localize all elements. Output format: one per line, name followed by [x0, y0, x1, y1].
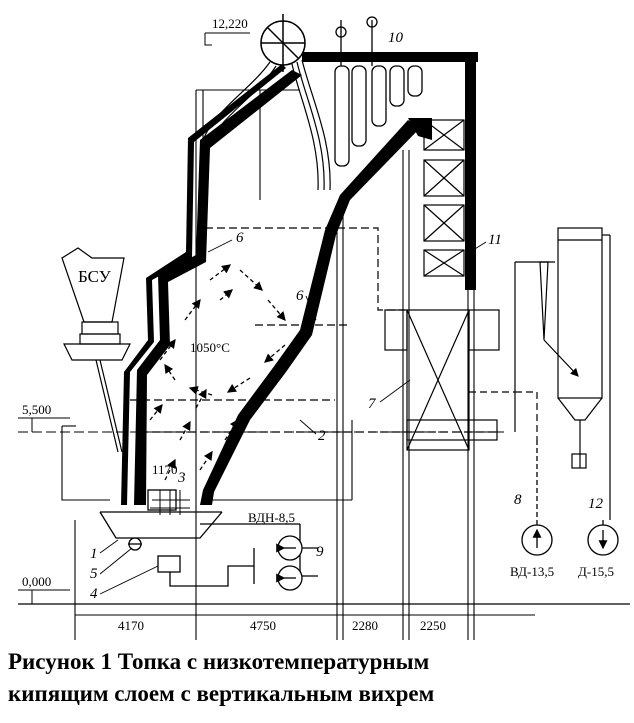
- callout-3: 3: [177, 470, 186, 486]
- fan-12: [587, 520, 619, 556]
- callout-7: 7: [368, 396, 377, 412]
- furnace-left-wall: [112, 64, 302, 505]
- air-supply-duct: [469, 391, 538, 440]
- elevation-mid-label: 5,500: [22, 402, 51, 417]
- elevation-ground-label: 0,000: [22, 574, 51, 589]
- callout-9: 9: [316, 544, 324, 560]
- elevation-top-label: 12,220: [212, 16, 248, 31]
- furnace-right-wall: [188, 120, 420, 505]
- callout-6a: 6: [236, 230, 244, 246]
- superheater-coils: [334, 16, 423, 167]
- flue-duct-top: [302, 52, 478, 290]
- figure-caption: Рисунок 1 Топка с низкотемпературным кип…: [8, 646, 628, 710]
- callout-8: 8: [514, 492, 522, 508]
- callout-6b: 6: [296, 288, 304, 304]
- elevation-marker-top: [204, 32, 250, 46]
- vd-fan-label: ВД-13,5: [510, 564, 554, 579]
- callout-4: 4: [90, 586, 98, 602]
- steam-drum: [260, 14, 306, 72]
- vortex-flow-arrows: [149, 264, 286, 481]
- vdn-fan-label: ВДН-8,5: [248, 510, 295, 525]
- d-fan-label: Д-15,5: [578, 564, 614, 579]
- boiler-furnace-diagram: 12,220 5,500 0,000 4170 4750 2280 2250 Б…: [18, 14, 630, 640]
- riser-pipes: [202, 59, 331, 191]
- callout-12: 12: [588, 496, 604, 512]
- fan-8: [521, 440, 553, 556]
- callout-leaders: [99, 239, 487, 595]
- caption-line-2: кипящим слоем с вертикальным вихрем: [8, 681, 435, 706]
- bsu-label: БСУ: [78, 267, 112, 286]
- recirculation-ducts: [130, 227, 500, 433]
- fan-9: [276, 535, 303, 591]
- dimension-2250: 2250: [420, 618, 446, 633]
- left-platform: [61, 420, 353, 501]
- callout-5: 5: [90, 566, 98, 582]
- convective-shaft: [423, 119, 465, 277]
- callout-11: 11: [488, 232, 502, 248]
- temperature-label: 1050°C: [190, 340, 230, 355]
- bed-tubes: [150, 490, 190, 515]
- dimension-4750: 4750: [250, 618, 276, 633]
- bed-width-label: 1170: [152, 462, 178, 477]
- callout-2: 2: [318, 428, 326, 444]
- callout-10: 10: [388, 30, 404, 46]
- dimension-2280: 2280: [352, 618, 378, 633]
- windbox: [99, 489, 318, 587]
- dimension-4170: 4170: [118, 618, 144, 633]
- air-heater: [384, 309, 500, 451]
- elevation-marker-mid: [18, 417, 70, 432]
- cyclone-separator: [514, 227, 611, 520]
- caption-line-1: Рисунок 1 Топка с низкотемпературным: [8, 649, 430, 674]
- bsu-hopper: [61, 247, 131, 453]
- callout-1: 1: [90, 546, 98, 562]
- elevation-marker-ground: [18, 589, 70, 604]
